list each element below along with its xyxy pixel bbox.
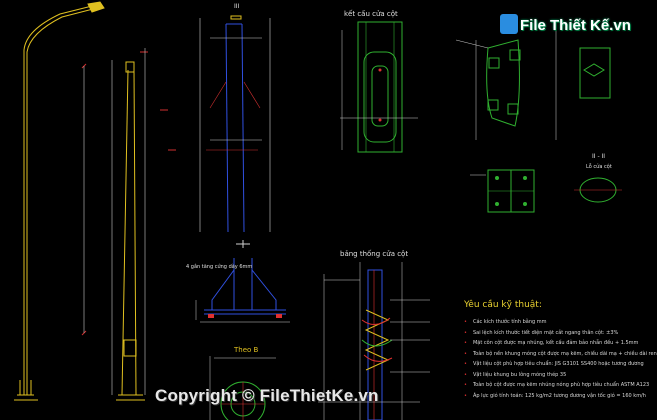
section-ii-label: II - II [592, 153, 605, 160]
pole-dimension-lines [83, 48, 146, 395]
lamp-pole-elevation [14, 1, 105, 401]
door-reinforcement-elevation [318, 262, 430, 420]
pole-section-iii [199, 15, 271, 233]
ket-cau-title: kết cấu cửa cột [344, 10, 398, 18]
technical-notes: Yêu cầu kỹ thuật: Các kích thước tính bằ… [464, 300, 657, 401]
base-flange-detail [195, 240, 290, 323]
watermark-text: File Thiết Kế.vn [520, 17, 631, 34]
section-iii-label: III [234, 3, 240, 10]
door-plate-detail [455, 28, 611, 140]
gan-tang-cung-label: 4 gân tăng cứng dày 6mm [186, 263, 252, 270]
bang-thep-title: bảng thống cửa cột [340, 250, 408, 258]
cad-drawing-canvas: kết cấu cửa cột bảng thống cửa cột Theo … [0, 0, 640, 420]
watermark-logo-icon [500, 14, 518, 34]
copyright-text: Copyright © FileThietKe.vn [155, 386, 379, 405]
dimension-ticks [81, 51, 176, 336]
loi-cua-cot-label: Lỗ cửa cột [586, 163, 612, 170]
note-item: Áp lực gió tính toán: 125 kg/m2 tương đư… [464, 391, 657, 402]
theo-b-section [209, 356, 276, 420]
lamp-pole-elevation-2 [116, 61, 145, 401]
section-ii-plate [470, 169, 622, 213]
notes-title: Yêu cầu kỹ thuật: [464, 300, 542, 310]
note-item: Sai lệch kích thước tiết diện mặt cắt ng… [464, 328, 657, 339]
theo-b-label: Theo B [233, 346, 259, 354]
door-detail [340, 21, 418, 153]
note-item: Toàn bộ nền khung móng cột được mạ kẽm, … [464, 349, 657, 360]
note-item: Vật liệu khung bu lông móng thép 35 [464, 370, 657, 381]
note-item: Toàn bộ cột được mạ kẽm nhúng nóng phù h… [464, 380, 657, 391]
note-item: Mặt côn cột được mạ nhúng, kết cấu đảm b… [464, 338, 657, 349]
note-item: Vật liệu cột phù hợp tiêu chuẩn: JIS G31… [464, 359, 657, 370]
note-item: Các kích thước tính bằng mm [464, 317, 657, 328]
cad-drawing: kết cấu cửa cột bảng thống cửa cột Theo … [14, 1, 622, 420]
